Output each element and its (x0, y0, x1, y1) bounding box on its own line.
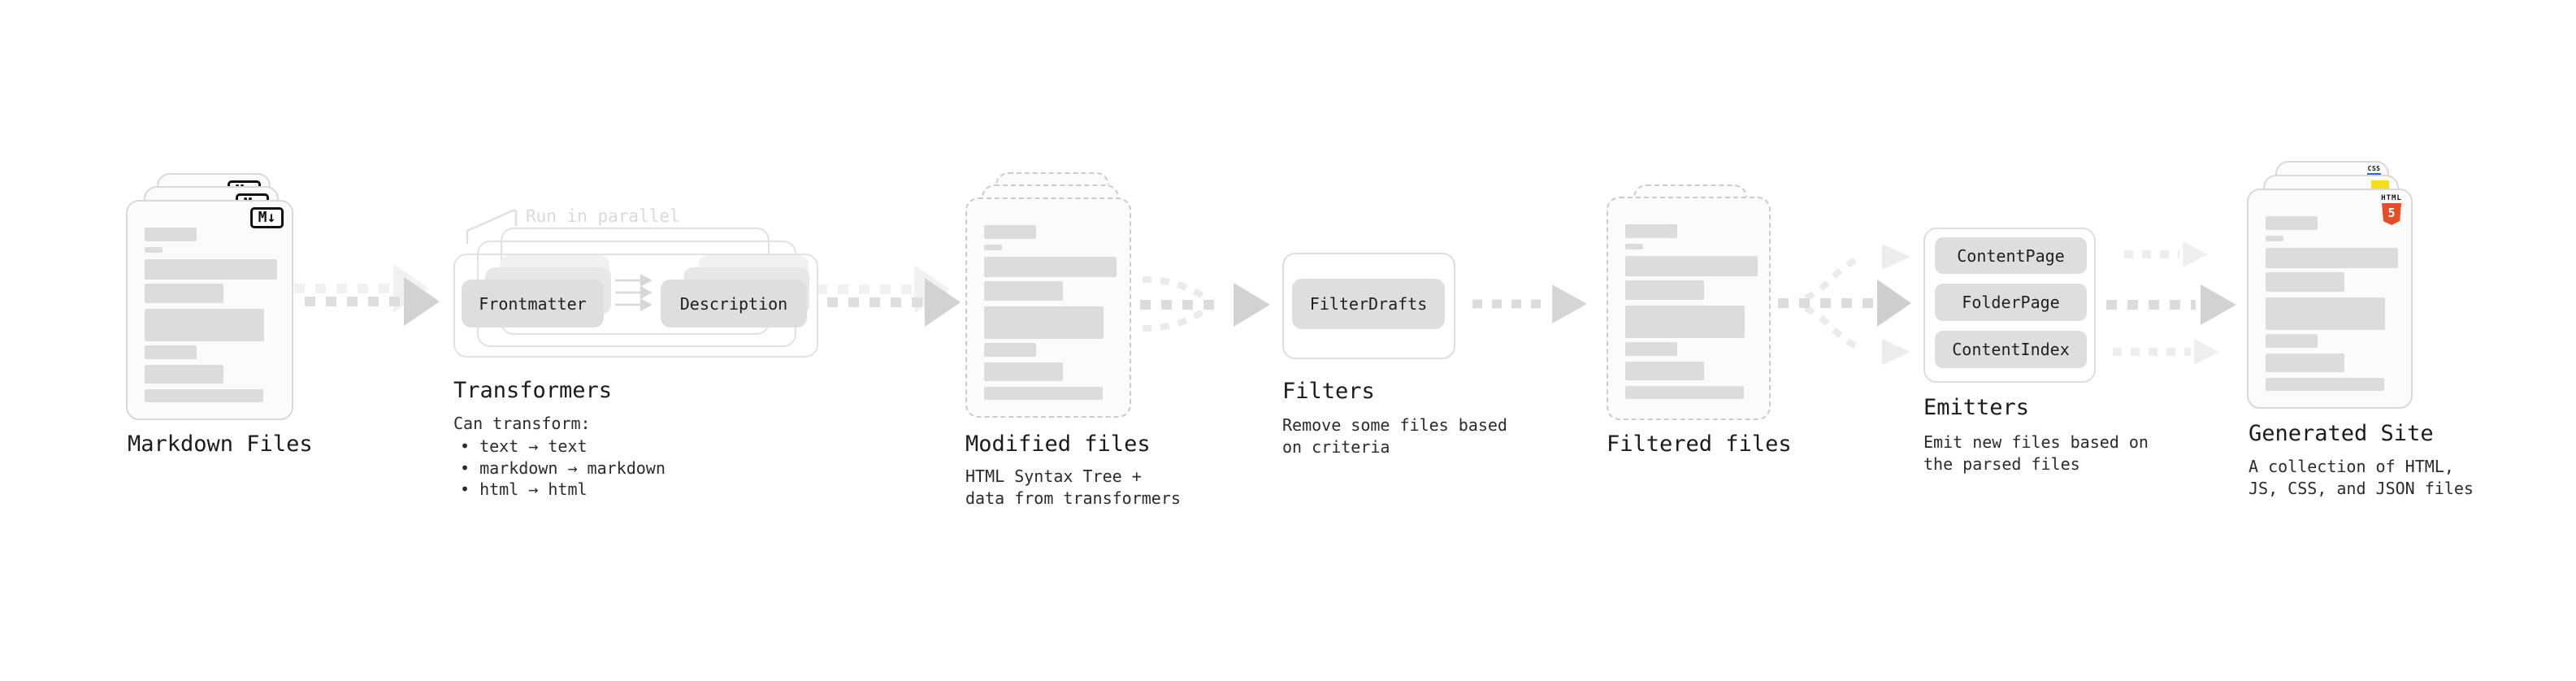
html5-icon-shield: 5 (2382, 203, 2401, 225)
modified-files-subtitle: HTML Syntax Tree + data from transformer… (965, 466, 1181, 510)
document-text-bar (1625, 306, 1745, 338)
document-text-bar (2266, 334, 2318, 348)
document-text-bar (1625, 342, 1677, 356)
document-text-bar (145, 284, 223, 303)
subtitle-line: data from transformers (965, 488, 1181, 508)
transformers-label: Transformers (453, 378, 613, 403)
frontmatter-pill: Frontmatter (462, 280, 604, 327)
html5-icon-label: HTML (2381, 194, 2402, 202)
document-text-bar (1625, 280, 1704, 300)
subtitle-line: A collection of HTML, (2249, 457, 2454, 476)
document-text-bar (145, 228, 197, 241)
html5-icon: HTML 5 (2380, 194, 2403, 225)
filtered-files-label: Filtered files (1607, 432, 1792, 457)
document-text-bar (2266, 272, 2344, 292)
document-text-bar (984, 362, 1063, 381)
transformers-bullet: • markdown → markdown (460, 458, 666, 478)
document-text-bar (2266, 378, 2384, 391)
document-text-bar (984, 306, 1104, 339)
generated-site-subtitle: A collection of HTML, JS, CSS, and JSON … (2249, 456, 2474, 500)
document-text-bar (1625, 244, 1643, 249)
contentindex-pill: ContentIndex (1935, 331, 2087, 368)
css-icon: CSS (2367, 166, 2381, 176)
site-card-html: HTML 5 (2247, 189, 2413, 409)
filtered-file-card-front (1607, 197, 1771, 420)
description-pill: Description (661, 280, 807, 327)
subtitle-line: HTML Syntax Tree + (965, 466, 1142, 486)
subtitle-line: Emit new files based on (1923, 432, 2149, 452)
document-text-bar (145, 309, 264, 341)
transformers-bullet: • html → html (460, 479, 588, 499)
css-icon-label: CSS (2367, 165, 2381, 172)
arrow-filtered-to-emitters (1778, 244, 1911, 365)
document-text-bar (2266, 236, 2283, 241)
filters-label: Filters (1282, 379, 1375, 404)
run-in-parallel-note: Run in parallel (526, 206, 680, 226)
subtitle-line: JS, CSS, and JSON files (2249, 479, 2474, 498)
transformers-desc-title: Can transform: (453, 414, 591, 433)
document-text-bar (2266, 216, 2318, 230)
arrow-transformers-to-modified-main (827, 278, 961, 327)
document-text-bar (984, 343, 1036, 357)
document-text-bar (984, 257, 1117, 277)
arrow-modified-to-filters (1140, 276, 1270, 332)
document-text-bar (984, 387, 1103, 400)
document-text-bar (145, 365, 223, 384)
document-text-bar (145, 247, 163, 253)
document-text-bar (2266, 354, 2344, 372)
arrow-emitters-to-site (2106, 241, 2236, 365)
document-text-bar (145, 259, 277, 280)
markdown-icon: M↓ (250, 207, 284, 228)
document-text-bar (984, 245, 1002, 250)
arrow-markdown-to-transformers (294, 264, 429, 313)
document-text-bar (984, 281, 1063, 301)
js-icon (2371, 180, 2389, 189)
css-icon-bar (2367, 173, 2381, 176)
document-text-bar (1625, 362, 1704, 380)
document-text-bar (145, 345, 197, 359)
document-text-bar (1625, 386, 1744, 399)
generated-site-label: Generated Site (2249, 421, 2434, 446)
markdown-files-label: Markdown Files (128, 432, 313, 457)
document-text-bar (1625, 256, 1758, 276)
modified-file-card-front (965, 197, 1131, 418)
document-text-bar (984, 225, 1036, 239)
subtitle-line: the parsed files (1923, 454, 2080, 474)
filters-subtitle: Remove some files based on criteria (1282, 414, 1507, 458)
contentpage-pill: ContentPage (1935, 237, 2087, 274)
transformer-box-front (453, 254, 818, 358)
filterdrafts-pill: FilterDrafts (1292, 279, 1445, 329)
folderpage-pill: FolderPage (1935, 284, 2087, 321)
arrow-filters-to-filtered (1472, 284, 1587, 323)
subtitle-line: on criteria (1282, 437, 1390, 457)
arrow-markdown-to-transformers-main (305, 277, 440, 326)
document-text-bar (145, 389, 263, 402)
emitters-subtitle: Emit new files based on the parsed files (1923, 432, 2149, 475)
emitters-label: Emitters (1923, 395, 2030, 420)
markdown-file-card-front: M↓ (126, 200, 293, 420)
transformers-bullet: • text → text (460, 436, 588, 456)
subtitle-line: Remove some files based (1282, 415, 1507, 435)
document-text-bar (2266, 248, 2398, 268)
arrow-transformers-to-modified-ghost (817, 265, 950, 314)
modified-files-label: Modified files (965, 432, 1151, 457)
document-text-bar (1625, 224, 1677, 238)
document-text-bar (2266, 297, 2385, 330)
